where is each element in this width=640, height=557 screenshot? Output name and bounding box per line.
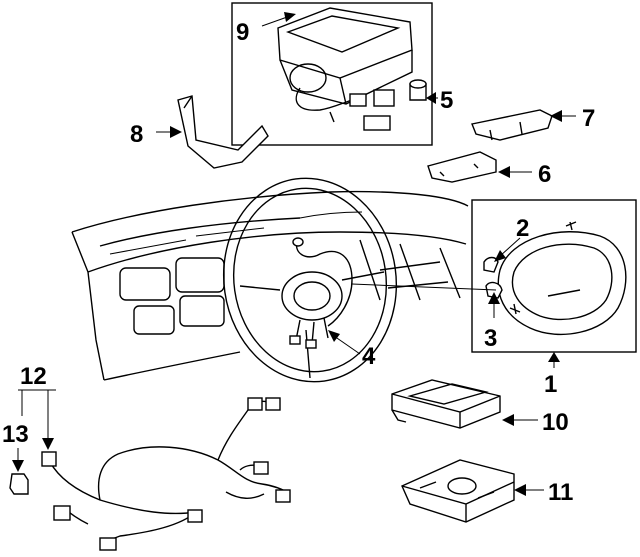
callout-2: 2 — [516, 215, 529, 242]
passenger-airbag-group — [231, 2, 433, 146]
callout-labels: 1 2 3 4 5 6 7 8 9 10 11 12 13 — [2, 19, 595, 506]
callout-1: 1 — [544, 371, 557, 398]
callout-4: 4 — [362, 343, 376, 370]
callout-11: 11 — [548, 479, 573, 506]
wire-harness-part-12 — [41, 397, 291, 551]
callout-leaders — [12, 12, 576, 496]
bracket-part-6 — [427, 151, 497, 183]
control-module-part-10 — [391, 379, 501, 429]
bracket-part-8 — [177, 95, 269, 169]
connector-part-13 — [9, 473, 29, 495]
callout-5: 5 — [440, 87, 453, 114]
driver-airbag-group — [351, 199, 637, 353]
callout-6: 6 — [538, 161, 551, 188]
callout-10: 10 — [542, 409, 569, 436]
steering-wheel — [222, 177, 398, 383]
clock-spring-part-4 — [281, 237, 353, 349]
callout-8: 8 — [130, 121, 143, 148]
callout-9: 9 — [236, 19, 249, 46]
callout-7: 7 — [582, 105, 595, 132]
callout-13: 13 — [2, 421, 29, 448]
callout-3: 3 — [484, 325, 497, 352]
bracket-part-7 — [471, 109, 553, 141]
callout-12: 12 — [20, 363, 47, 390]
bracket-part-11 — [401, 459, 515, 523]
dashboard — [71, 190, 469, 381]
